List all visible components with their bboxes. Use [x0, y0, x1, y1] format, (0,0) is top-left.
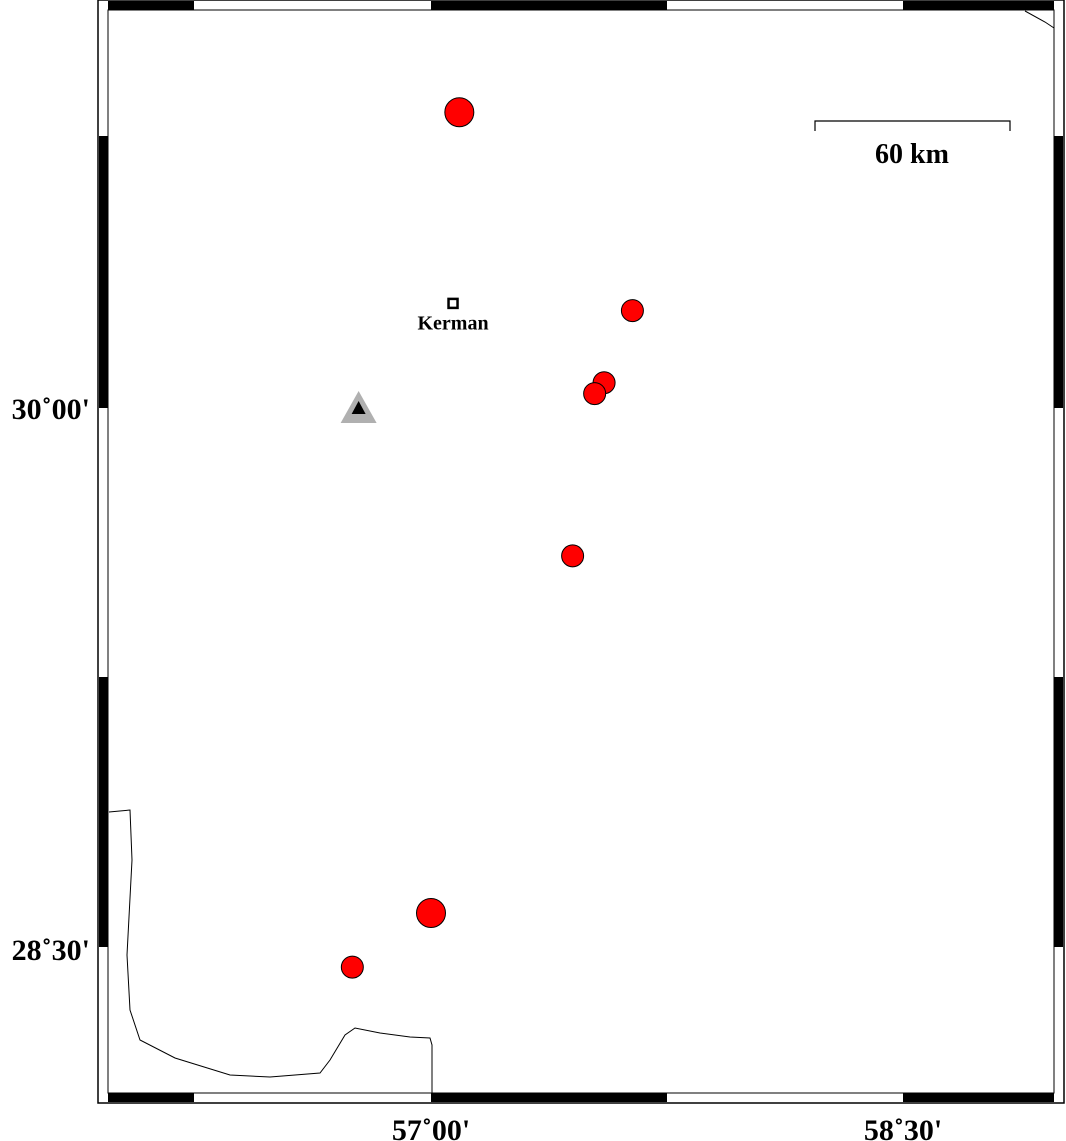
city-kerman: Kerman: [417, 297, 489, 334]
scale-bar-label: 60 km: [875, 139, 949, 170]
earthquake-event-2: [620, 299, 644, 323]
city-marker: [447, 297, 459, 310]
station-marker: [340, 391, 377, 423]
earthquake-event-1: [444, 97, 475, 128]
events-layer: [340, 97, 644, 979]
earthquake-event-4: [583, 382, 607, 406]
earthquake-event-6: [416, 897, 446, 928]
station-triangle-icon: [351, 401, 366, 414]
earthquake-event-7: [340, 955, 364, 979]
x-tick-label: 58˚30': [864, 1114, 942, 1141]
coastline: [108, 809, 433, 1093]
cities-layer: Kerman: [417, 297, 489, 334]
station-layer: [340, 391, 377, 423]
ticks-layer: 57˚00' 58˚30' 30˚00' 28˚30': [12, 393, 943, 1141]
scale-bar: 60 km: [814, 120, 1011, 170]
frame-bars: [99, 1, 1063, 1102]
scale-bar-line: [814, 120, 1011, 131]
y-tick-label: 30˚00': [12, 393, 90, 426]
earthquake-event-5: [561, 544, 585, 568]
y-tick-label: 28˚30': [12, 934, 90, 967]
border-corner: [1024, 10, 1055, 29]
city-label: Kerman: [417, 312, 488, 334]
x-tick-label: 57˚00': [392, 1114, 470, 1141]
